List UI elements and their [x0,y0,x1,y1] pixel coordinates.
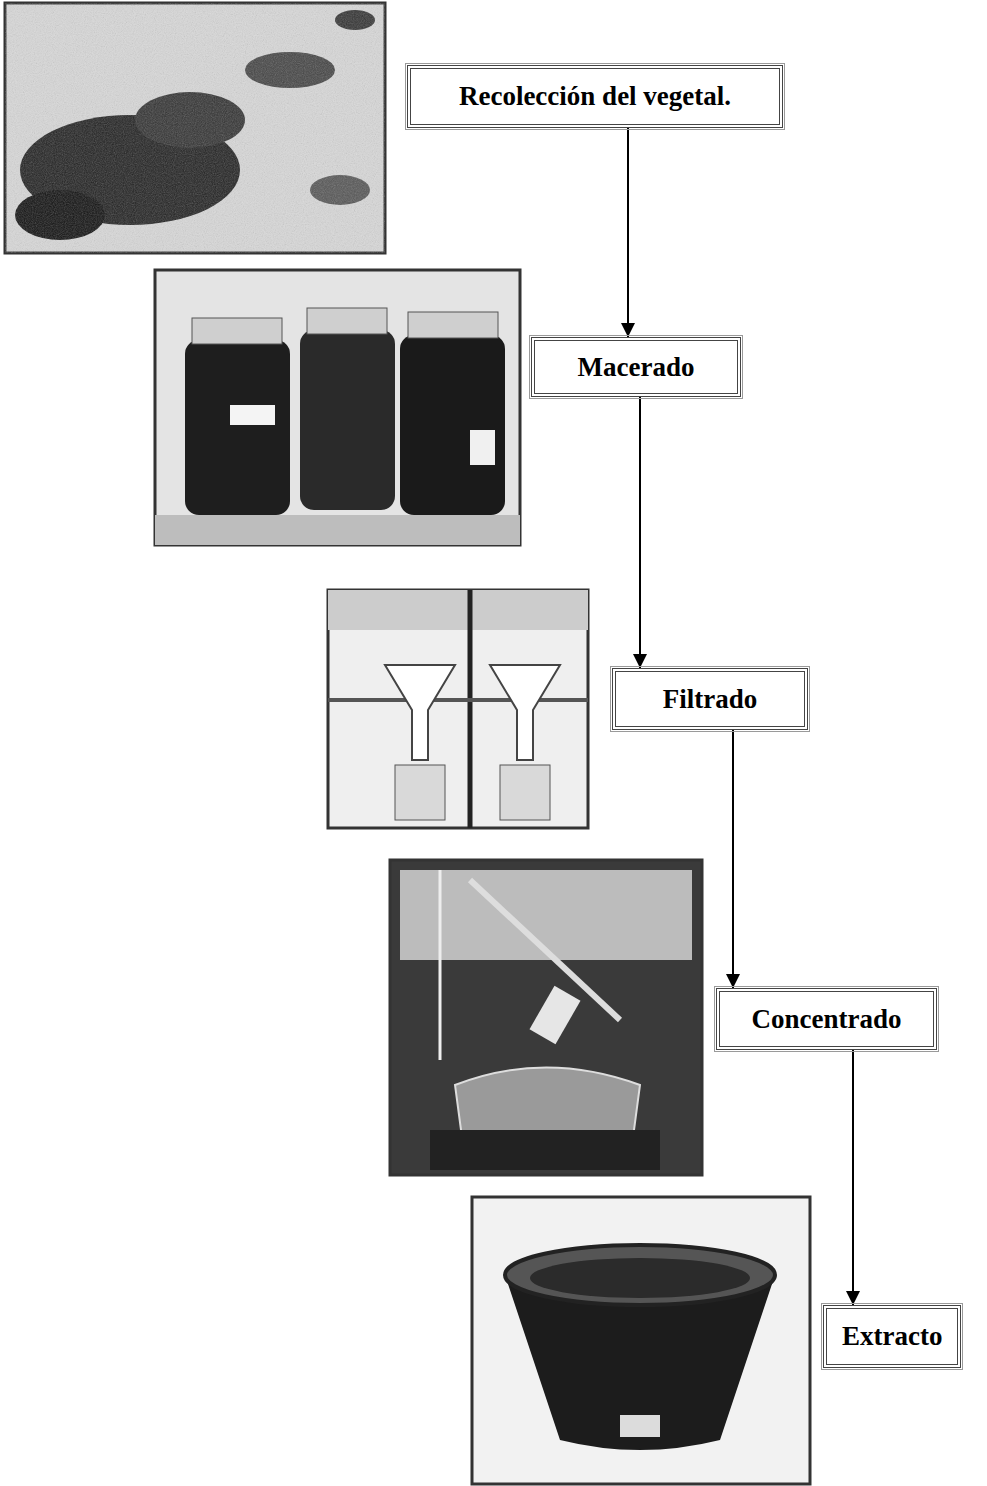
flow-arrow [852,1050,854,1305]
flow-arrow [732,730,734,988]
extract-photo [472,1197,810,1484]
rotavapor-photo [390,860,702,1175]
process-box: Macerado [531,337,741,397]
step-label: Concentrado [752,1004,902,1035]
flow-arrow [639,397,641,668]
process-box: Concentrado [716,988,937,1050]
step-label: Recolección del vegetal. [459,81,731,112]
process-box: Extracto [823,1305,961,1368]
step-label: Macerado [578,352,695,383]
process-box: Filtrado [612,668,808,730]
flow-arrow [627,128,629,337]
filtration-photo [328,590,588,828]
process-box: Recolección del vegetal. [407,65,783,128]
plant-photo [5,3,385,253]
step-label: Extracto [842,1321,942,1352]
maceration-photo [155,270,520,545]
step-label: Filtrado [663,684,758,715]
